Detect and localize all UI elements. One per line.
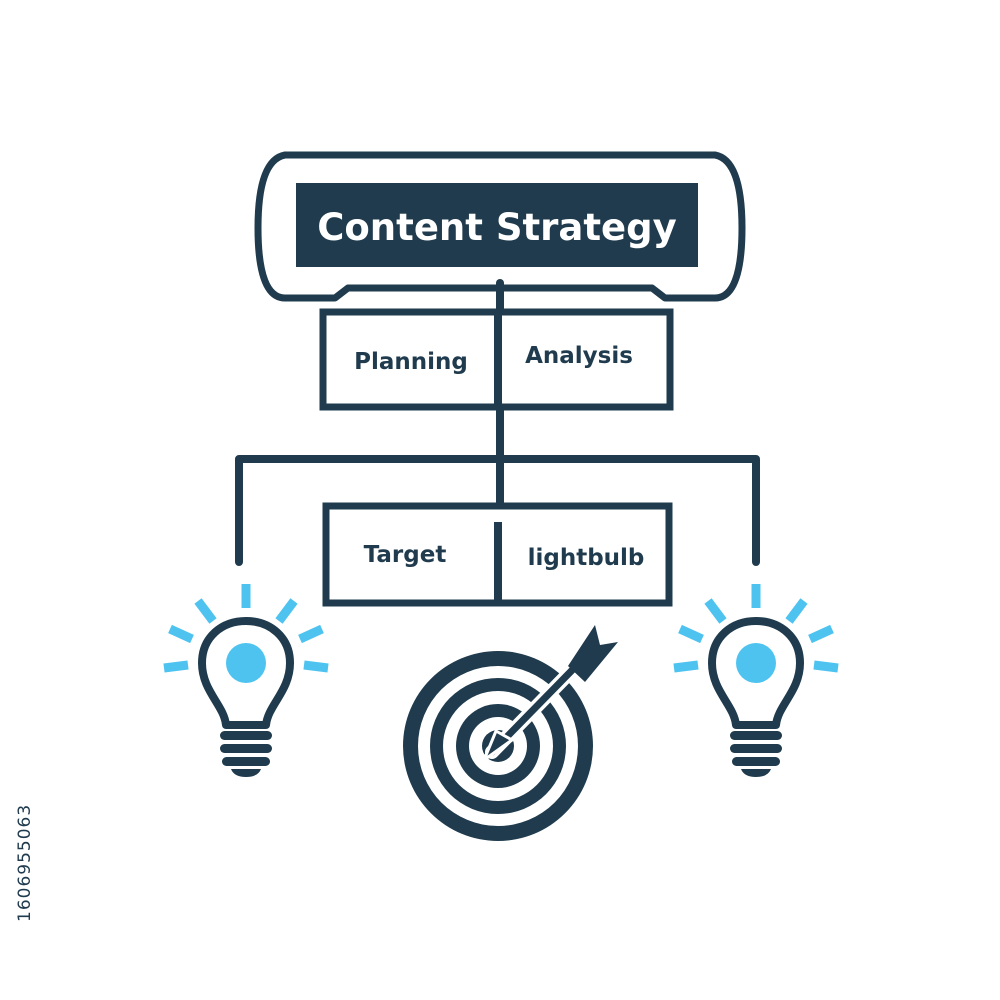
light-rays xyxy=(163,584,329,673)
branch-left-connector xyxy=(235,455,504,566)
light-rays xyxy=(673,584,839,673)
row1-boxes: Planning Analysis xyxy=(319,308,674,411)
bulb-glow xyxy=(226,643,266,683)
branch-right-connector xyxy=(496,455,760,566)
lightbulb-label: lightbulb xyxy=(528,545,645,571)
row2-boxes: Target lightbulb xyxy=(322,502,673,607)
title-banner: Content Strategy xyxy=(254,151,746,302)
title-text: Content Strategy xyxy=(317,206,677,249)
arrow-fletching xyxy=(568,625,618,682)
lightbulb-icon xyxy=(163,584,329,777)
watermark-id: 1606955063 xyxy=(15,804,35,922)
planning-label: Planning xyxy=(354,349,468,375)
bulb-base xyxy=(220,731,272,777)
connectors xyxy=(235,279,760,566)
arrow-head xyxy=(480,728,515,765)
lightbulb-icon xyxy=(673,584,839,777)
target-icon xyxy=(403,625,618,841)
target-label: Target xyxy=(364,542,447,568)
title-box xyxy=(296,183,698,267)
bulb-glow xyxy=(736,643,776,683)
analysis-label: Analysis xyxy=(525,343,633,369)
arrow-icon xyxy=(480,625,618,765)
title-banner-frame xyxy=(254,151,746,302)
bulb-base xyxy=(730,731,782,777)
